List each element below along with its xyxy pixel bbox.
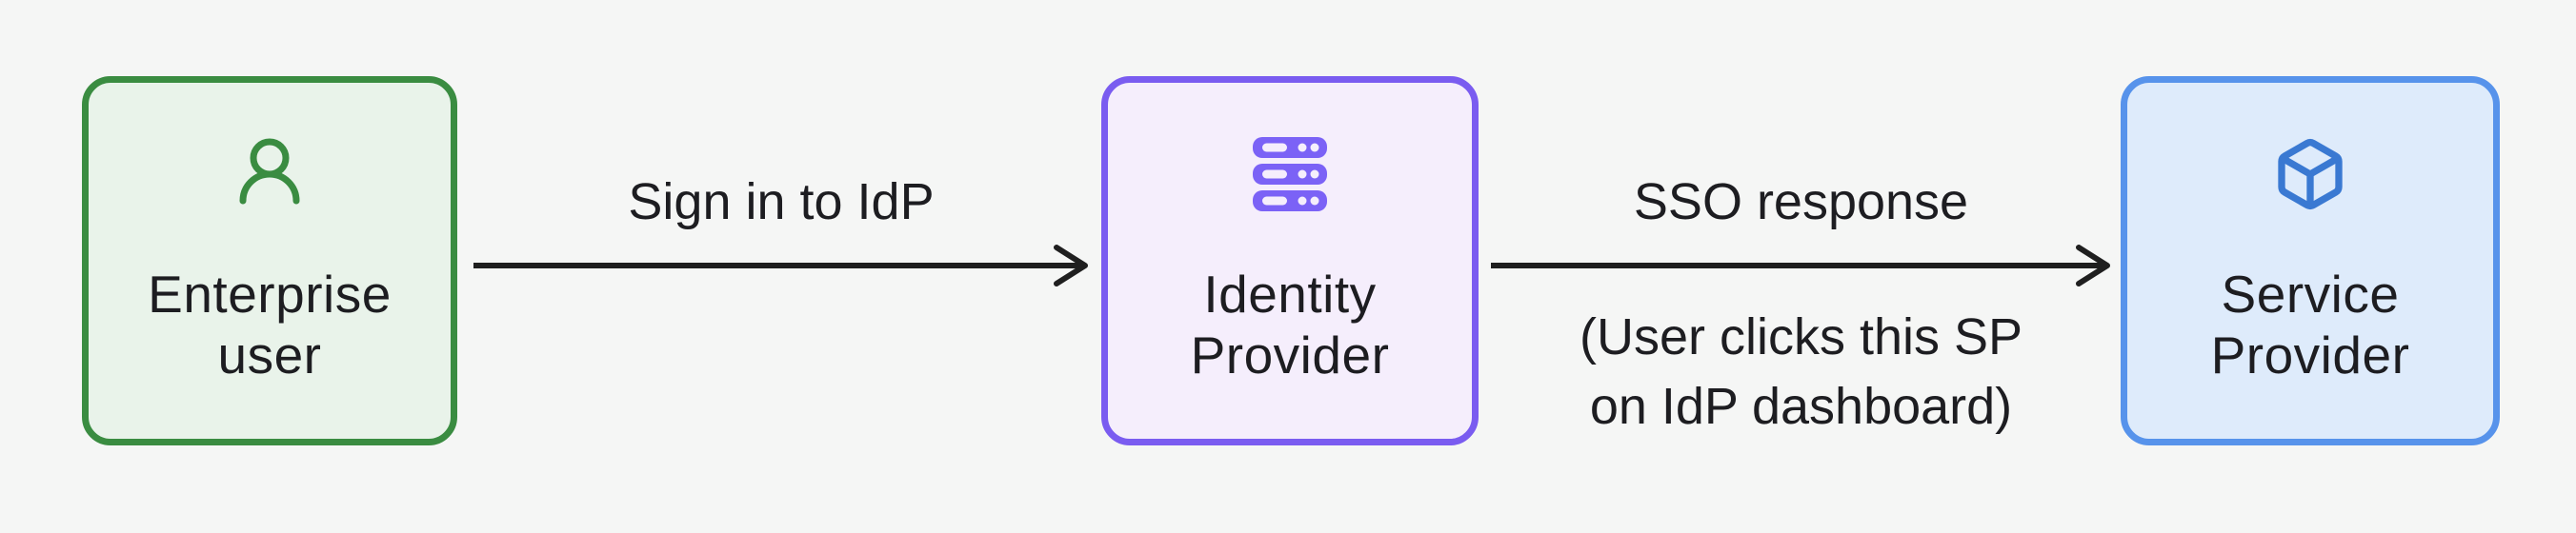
node-label-line: Identity	[1203, 265, 1377, 324]
arrow-right-icon	[1491, 245, 2110, 286]
node-label-line: Provider	[1190, 326, 1390, 385]
node-label-identity-provider: Identity Provider	[1191, 264, 1390, 385]
node-label-enterprise-user: Enterprise user	[148, 264, 392, 385]
node-enterprise-user: Enterprise user	[82, 76, 457, 445]
edge-sso-response: SSO response (User clicks this SP on IdP…	[1491, 0, 2111, 533]
edge-sublabel: (User clicks this SP on IdP dashboard)	[1580, 303, 2023, 442]
arrow-right-icon	[473, 245, 1088, 286]
edge-label: Sign in to IdP	[628, 173, 935, 230]
node-label-line: Provider	[2210, 326, 2410, 385]
node-label-line: Enterprise	[148, 265, 392, 324]
user-icon	[231, 136, 308, 212]
node-label-line: user	[217, 326, 322, 385]
edge-sublabel-line: (User clicks this SP	[1579, 308, 2023, 365]
edge-sublabel-line: on IdP dashboard)	[1589, 378, 2013, 435]
edge-label: SSO response	[1633, 173, 1969, 230]
node-label-line: Service	[2221, 265, 2400, 324]
server-icon	[1252, 136, 1328, 212]
node-service-provider: Service Provider	[2121, 76, 2500, 445]
edge-sign-in-to-idp: Sign in to IdP	[473, 0, 1089, 533]
cube-icon	[2272, 136, 2348, 212]
node-identity-provider: Identity Provider	[1101, 76, 1479, 445]
node-label-service-provider: Service Provider	[2211, 264, 2410, 385]
